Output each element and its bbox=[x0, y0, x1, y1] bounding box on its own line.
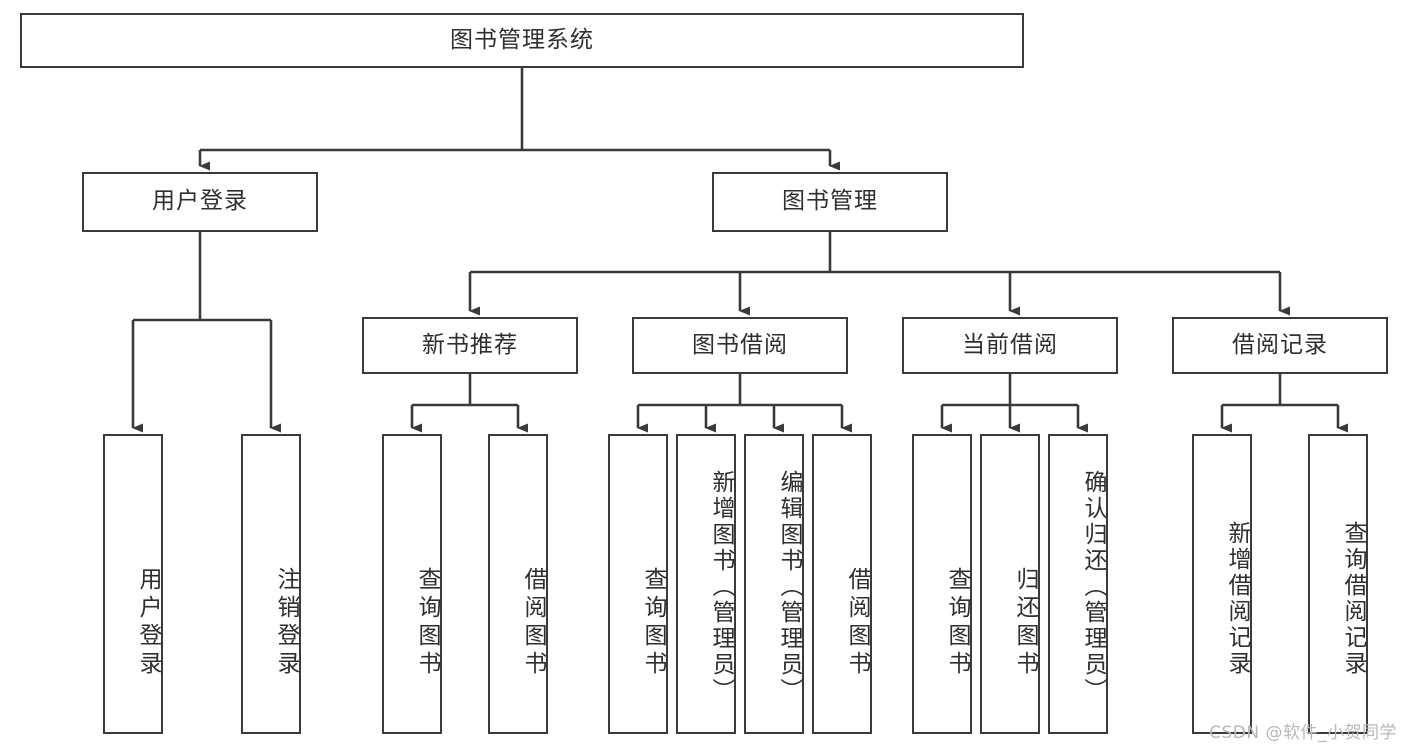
node-user-login[interactable]: 用户登录 bbox=[82, 172, 318, 232]
leaf-query-book-3[interactable]: 查询图书 bbox=[912, 434, 972, 734]
node-label: 查询借阅记录 bbox=[1340, 521, 1366, 677]
node-label: 编辑图书（管理员） bbox=[776, 470, 802, 704]
node-book-manage[interactable]: 图书管理 bbox=[712, 172, 948, 232]
node-label: 用户登录 bbox=[135, 567, 161, 679]
leaf-add-record[interactable]: 新增借阅记录 bbox=[1192, 434, 1252, 734]
leaf-query-record[interactable]: 查询借阅记录 bbox=[1308, 434, 1368, 734]
node-borrow-record[interactable]: 借阅记录 bbox=[1172, 317, 1388, 374]
node-label: 新书推荐 bbox=[422, 331, 518, 358]
node-label: 注销登录 bbox=[273, 567, 299, 679]
node-label: 查询图书 bbox=[640, 567, 666, 679]
node-label: 图书管理 bbox=[782, 188, 878, 215]
leaf-edit-book[interactable]: 编辑图书（管理员） bbox=[744, 434, 804, 734]
leaf-borrow-book-1[interactable]: 借阅图书 bbox=[488, 434, 548, 734]
node-label: 查询图书 bbox=[414, 567, 440, 679]
leaf-borrow-book-2[interactable]: 借阅图书 bbox=[812, 434, 872, 734]
leaf-query-book-2[interactable]: 查询图书 bbox=[608, 434, 668, 734]
node-label: 查询图书 bbox=[944, 567, 970, 679]
leaf-return-book[interactable]: 归还图书 bbox=[980, 434, 1040, 734]
leaf-confirm-return[interactable]: 确认归还（管理员） bbox=[1048, 434, 1108, 734]
node-label: 新增借阅记录 bbox=[1224, 521, 1250, 677]
node-new-book-recommend[interactable]: 新书推荐 bbox=[362, 317, 578, 374]
leaf-user-logout[interactable]: 注销登录 bbox=[241, 434, 301, 734]
node-label: 图书借阅 bbox=[692, 331, 788, 358]
node-label: 借阅图书 bbox=[520, 567, 546, 679]
node-label: 确认归还（管理员） bbox=[1080, 470, 1106, 704]
leaf-add-book[interactable]: 新增图书（管理员） bbox=[676, 434, 736, 734]
node-current-borrow[interactable]: 当前借阅 bbox=[902, 317, 1118, 374]
node-label: 当前借阅 bbox=[962, 331, 1058, 358]
node-label: 新增图书（管理员） bbox=[708, 470, 734, 704]
node-label: 用户登录 bbox=[152, 188, 248, 215]
node-label: 图书管理系统 bbox=[450, 26, 594, 53]
node-label: 借阅图书 bbox=[844, 567, 870, 679]
node-label: 借阅记录 bbox=[1232, 331, 1328, 358]
leaf-user-login[interactable]: 用户登录 bbox=[103, 434, 163, 734]
node-book-borrow[interactable]: 图书借阅 bbox=[632, 317, 848, 374]
node-label: 归还图书 bbox=[1012, 567, 1038, 679]
node-book-management-system[interactable]: 图书管理系统 bbox=[20, 13, 1024, 68]
leaf-query-book-1[interactable]: 查询图书 bbox=[382, 434, 442, 734]
